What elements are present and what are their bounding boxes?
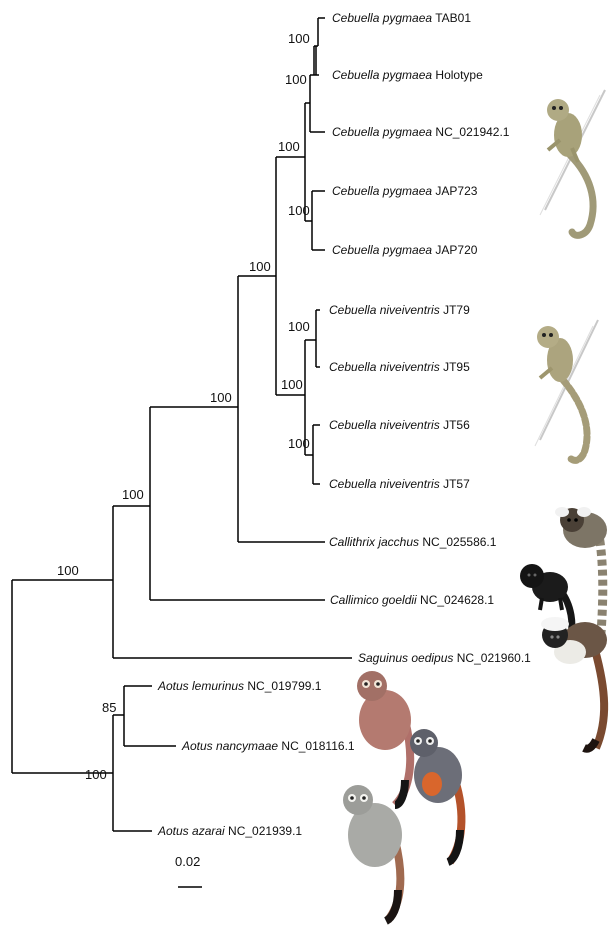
aotus-azarai-illustration	[343, 785, 402, 921]
tip-label: Cebuella pygmaea JAP720	[332, 243, 478, 257]
scale-bar-label: 0.02	[175, 854, 200, 869]
tip-label: Cebuella niveiventris JT95	[329, 360, 470, 374]
aotus-lemurinus-illustration	[357, 671, 411, 805]
tip-label: Cebuella niveiventris JT57	[329, 477, 470, 491]
support-value: 100	[285, 72, 307, 87]
tip-label: Cebuella pygmaea Holotype	[332, 68, 483, 82]
saguinus-oedipus-illustration	[541, 617, 607, 749]
tip-label: Cebuella pygmaea JAP723	[332, 184, 478, 198]
tip-label: Cebuella pygmaea TAB01	[332, 11, 471, 25]
tip-labels: Cebuella pygmaea TAB01 Cebuella pygmaea …	[157, 11, 531, 838]
support-value: 100	[288, 203, 310, 218]
tree-branches	[12, 18, 352, 887]
tip-label: Callimico goeldii NC_024628.1	[330, 593, 494, 607]
support-value: 100	[281, 377, 303, 392]
cebuella-niveiventris-illustration	[535, 320, 598, 460]
aotus-nancymaae-illustration	[410, 729, 462, 862]
support-value: 100	[288, 436, 310, 451]
support-value: 100	[57, 563, 79, 578]
support-value: 100	[288, 31, 310, 46]
support-value: 100	[278, 139, 300, 154]
support-value: 100	[210, 390, 232, 405]
tip-label: Cebuella niveiventris JT79	[329, 303, 470, 317]
tip-label: Aotus azarai NC_021939.1	[157, 824, 302, 838]
support-value: 100	[288, 319, 310, 334]
support-value: 100	[85, 767, 107, 782]
cebuella-pygmaea-illustration	[540, 90, 605, 235]
support-value: 100	[249, 259, 271, 274]
tip-label: Callithrix jacchus NC_025586.1	[329, 535, 497, 549]
tip-label: Cebuella niveiventris JT56	[329, 418, 470, 432]
tip-label: Aotus lemurinus NC_019799.1	[157, 679, 322, 693]
tip-label: Cebuella pygmaea NC_021942.1	[332, 125, 510, 139]
support-value: 100	[122, 487, 144, 502]
support-value: 85	[102, 700, 116, 715]
tip-label: Aotus nancymaae NC_018116.1	[181, 739, 355, 753]
tip-label: Saguinus oedipus NC_021960.1	[358, 651, 531, 665]
